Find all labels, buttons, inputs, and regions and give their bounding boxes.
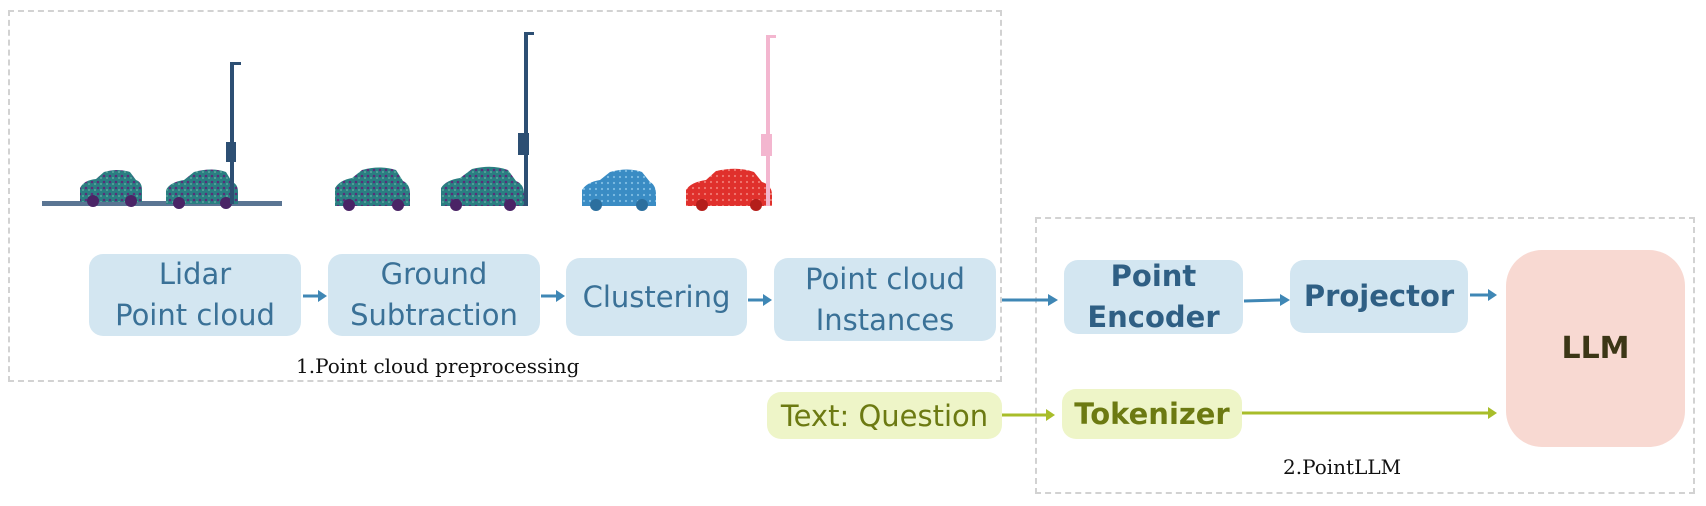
llm-box: LLM [1506, 250, 1685, 447]
projector-box: Projector [1290, 260, 1468, 333]
preprocessing-panel [8, 10, 1002, 382]
lamp-post-instance-pink [761, 35, 776, 206]
clustered-instances-image [582, 35, 776, 211]
car-instance-blue [582, 169, 656, 211]
pointllm-caption: 2.PointLLM [1283, 455, 1402, 479]
blue-arrows [303, 293, 1488, 303]
pointllm-panel [1035, 217, 1695, 494]
lamp-post [518, 32, 534, 206]
car-point-cloud [335, 167, 410, 211]
green-arrowheads [1046, 407, 1497, 421]
car-point-cloud [166, 169, 238, 209]
arrow-encoder-to-projector [1243, 298, 1281, 303]
car-instance-red [686, 168, 772, 211]
text-question-box: Text: Question [767, 392, 1002, 439]
tokenizer-box: Tokenizer [1062, 389, 1242, 439]
car-point-cloud [441, 166, 524, 211]
ground-plane [42, 201, 282, 206]
clustering-box: Clustering [566, 258, 747, 336]
preprocessing-caption: 1.Point cloud preprocessing [296, 354, 580, 378]
ground-removed-image [335, 32, 534, 211]
blue-arrowheads [318, 289, 1497, 306]
car-point-cloud [80, 170, 142, 207]
raw-lidar-scan-image [42, 62, 282, 209]
green-arrows [1002, 411, 1488, 417]
lamp-post [226, 62, 241, 204]
